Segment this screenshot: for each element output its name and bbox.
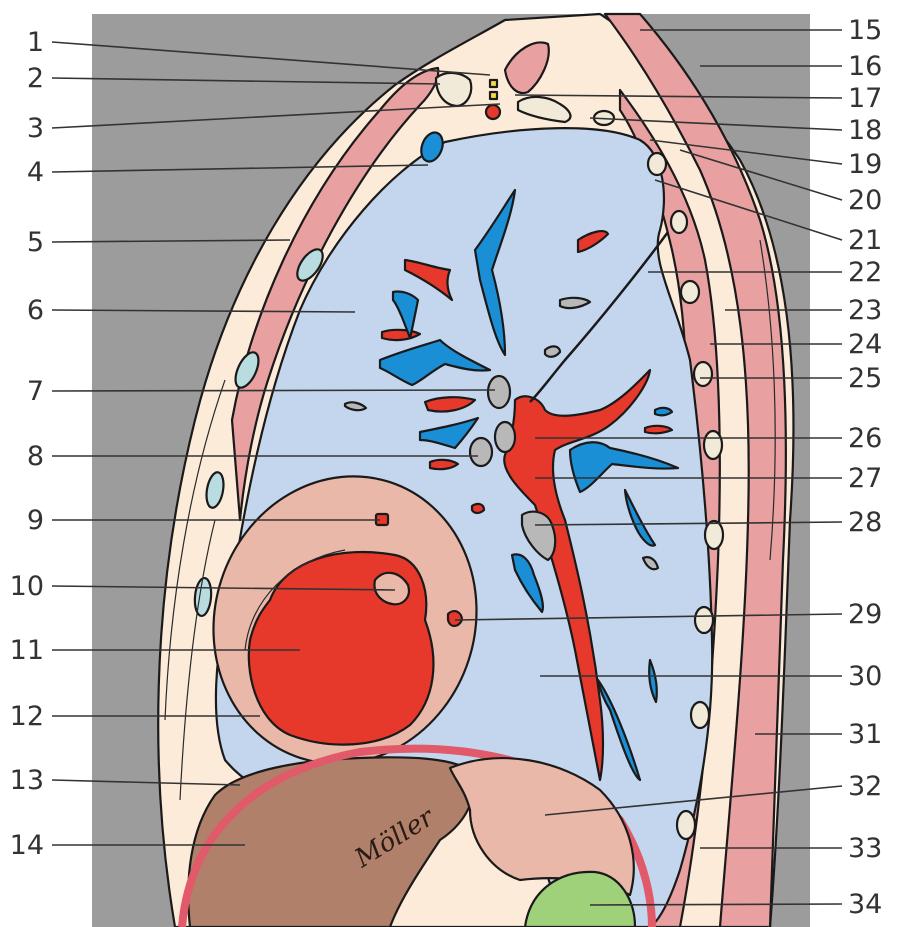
rib	[671, 211, 687, 233]
label-13: 13	[10, 765, 44, 796]
label-26: 26	[848, 423, 882, 454]
label-31: 31	[848, 719, 882, 750]
apex-small-yellow	[490, 80, 497, 87]
label-12: 12	[10, 701, 44, 732]
label-11: 11	[10, 635, 44, 666]
artery-branch-8	[645, 426, 672, 433]
rib	[677, 811, 695, 839]
leader-line	[590, 904, 842, 905]
label-33: 33	[848, 833, 882, 864]
label-18: 18	[848, 115, 882, 146]
label-4: 4	[27, 157, 44, 188]
bronchus-2	[495, 422, 515, 452]
rib	[691, 702, 709, 728]
label-16: 16	[848, 51, 882, 82]
label-23: 23	[848, 295, 882, 326]
label-25: 25	[848, 363, 882, 394]
label-34: 34	[848, 889, 882, 920]
vein-branch-10	[655, 408, 672, 415]
label-24: 24	[848, 329, 882, 360]
label-29: 29	[848, 599, 882, 630]
label-15: 15	[848, 15, 882, 46]
label-14: 14	[10, 830, 44, 861]
label-27: 27	[848, 463, 882, 494]
label-5: 5	[27, 227, 44, 258]
artery-apex-dot	[486, 105, 500, 119]
label-17: 17	[848, 83, 882, 114]
label-1: 1	[27, 27, 44, 58]
label-3: 3	[27, 113, 44, 144]
artery-branch-7	[472, 504, 484, 513]
label-9: 9	[27, 505, 44, 536]
label-2: 2	[27, 63, 44, 94]
label-21: 21	[848, 225, 882, 256]
rib	[695, 607, 713, 633]
label-22: 22	[848, 257, 882, 288]
bronchus-6	[545, 346, 560, 356]
label-32: 32	[848, 771, 882, 802]
label-20: 20	[848, 185, 882, 216]
rib	[694, 362, 712, 386]
apex-small-yellow-2	[490, 92, 497, 99]
rib	[648, 153, 666, 175]
label-7: 7	[27, 376, 44, 407]
label-8: 8	[27, 441, 44, 472]
rib	[705, 521, 723, 549]
leader-line	[52, 390, 495, 391]
label-28: 28	[848, 507, 882, 538]
bronchus-1	[488, 376, 510, 408]
label-19: 19	[848, 149, 882, 180]
label-30: 30	[848, 661, 882, 692]
artery-branch-6	[448, 611, 462, 626]
label-10: 10	[10, 571, 44, 602]
rib	[681, 281, 699, 303]
rib	[704, 431, 722, 459]
bronchus-3	[470, 438, 492, 466]
label-6: 6	[27, 295, 44, 326]
